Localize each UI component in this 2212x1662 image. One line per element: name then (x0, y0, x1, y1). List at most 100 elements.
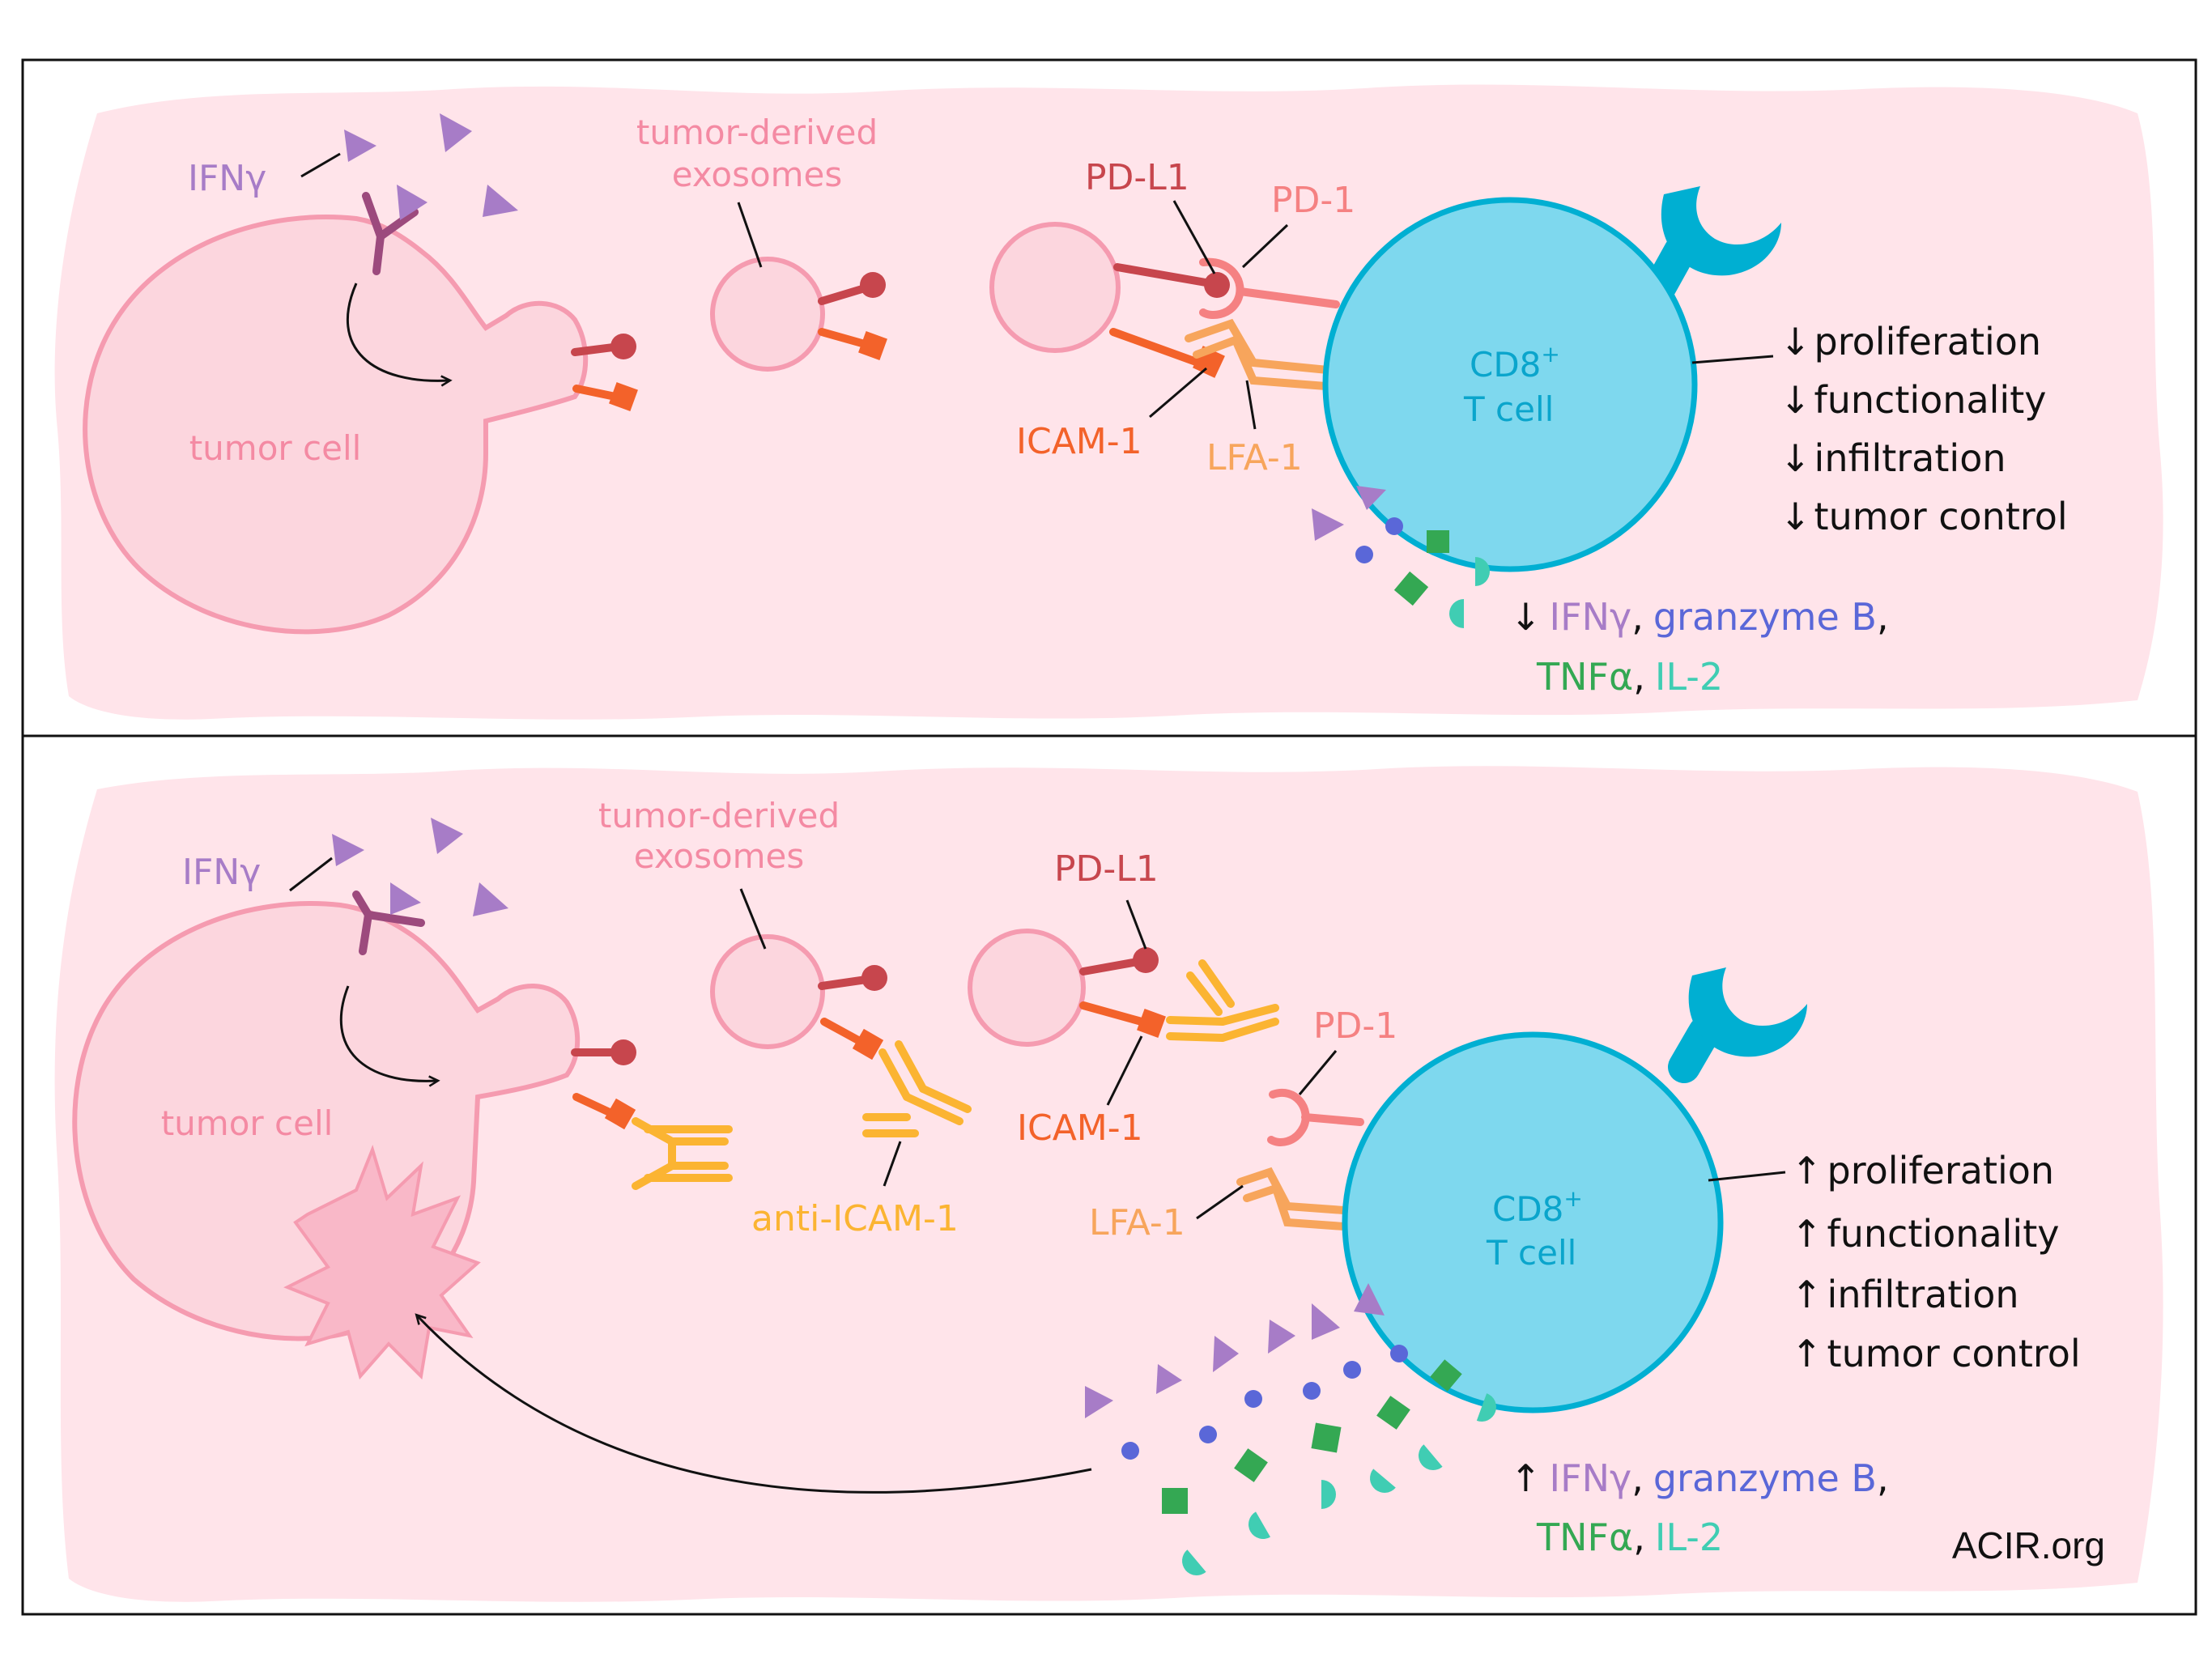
granzyme-b-molecule (1343, 1361, 1361, 1379)
granzyme-b-molecule (1355, 546, 1373, 563)
granzyme-b-molecule (1244, 1390, 1262, 1408)
svg-text:↑tumor control: ↑tumor control (1791, 1332, 2081, 1375)
il2-molecule (1449, 599, 1464, 628)
t-cell (1342, 1031, 1724, 1413)
bottom-cytokine-line1: ↑IFNγ,granzyme B, (1510, 1456, 1889, 1500)
pd1-leader (1241, 223, 1289, 269)
top-panel-background (54, 84, 2163, 720)
il2-molecule (1182, 1549, 1206, 1575)
icam1-head (852, 1028, 884, 1061)
ifn-label: IFNγ (188, 158, 266, 199)
pdl1-leader (1125, 899, 1147, 950)
outcome-leader (1691, 355, 1774, 364)
pdl1-head (1133, 947, 1159, 973)
ifn-gamma-molecule (344, 130, 376, 162)
top-panel: tumor cell IFNγ tumor-derived exosomes (83, 113, 2068, 699)
cytokine-cloud (1085, 1283, 1496, 1575)
pdl1-stalk (818, 976, 870, 990)
svg-text:↓infiltration: ↓infiltration (1780, 436, 2006, 480)
pdl1-head (860, 272, 886, 298)
ifn-gamma-molecule (332, 834, 364, 866)
t-cell-label-2: T cell (1486, 1233, 1576, 1273)
top-cytokine-line1: ↓IFNγ,granzyme B, (1510, 595, 1889, 639)
anti-icam1-antibody (632, 1117, 733, 1190)
pd1-cup (1199, 257, 1244, 319)
pdl1-stalk (1079, 958, 1142, 976)
t-cell-label: CD8+ (1492, 1185, 1583, 1229)
exosome-label-line1: tumor-derived (598, 796, 840, 835)
exosome-leader (739, 888, 767, 950)
exosome-docked (989, 222, 1121, 353)
ifn-gamma-molecule (1085, 1386, 1113, 1418)
pdl1-head (861, 965, 887, 991)
ifn-gamma-molecule (1356, 486, 1386, 510)
exosome-label-line2: exosomes (634, 836, 805, 876)
pdl1-head (610, 334, 636, 359)
t-cell-label: CD8+ (1470, 341, 1560, 385)
il2-molecule (1249, 1511, 1270, 1539)
tnf-alpha-molecule (1311, 1422, 1342, 1453)
il2-molecule (1370, 1469, 1396, 1493)
ifn-leader (300, 152, 341, 178)
ifn-label: IFNγ (182, 852, 261, 893)
exosome-label-line1: tumor-derived (636, 113, 878, 152)
exosome-blocked (968, 929, 1086, 1047)
exosome (710, 934, 825, 1049)
tnf-alpha-molecule (1427, 530, 1449, 553)
ifn-gamma-molecule (390, 882, 421, 915)
ifn-gamma-molecule (1312, 508, 1344, 541)
granzyme-b-molecule (1303, 1382, 1321, 1400)
pdl1-stalk (1113, 263, 1214, 287)
icam1-stalk (820, 1018, 862, 1044)
svg-text:↑proliferation: ↑proliferation (1791, 1149, 2054, 1192)
icam1-head (609, 382, 638, 411)
svg-text:↓functionality: ↓functionality (1780, 378, 2046, 422)
il2-molecule (1419, 1444, 1443, 1470)
lfa1-label: LFA-1 (1089, 1202, 1185, 1243)
icam1-head (604, 1098, 636, 1130)
t-cell (1322, 197, 1698, 572)
tnf-alpha-molecule (1376, 1396, 1410, 1430)
icam1-stalk (1079, 1001, 1146, 1026)
granzyme-b-molecule (1121, 1442, 1139, 1460)
anti-icam1-antibody (862, 1040, 972, 1137)
bottom-outcomes: ↑proliferation ↑functionality ↑infiltrat… (1791, 1149, 2081, 1375)
svg-text:↓tumor control: ↓tumor control (1780, 495, 2068, 538)
ifn-receptor (352, 891, 425, 955)
icam1-stalk (1109, 328, 1202, 367)
outcome-leader (1708, 1171, 1786, 1182)
ifn-receptor (362, 192, 419, 275)
svg-text:↓proliferation: ↓proliferation (1780, 320, 2041, 363)
ifn-gamma-molecule (1156, 1364, 1182, 1394)
il2-molecule (1475, 557, 1490, 586)
pd1-label: PD-1 (1271, 180, 1355, 221)
pdl1-leader (1172, 200, 1216, 274)
ifn-gamma-molecule (1268, 1320, 1295, 1354)
icam1-stalk (818, 328, 869, 348)
lfa1-receptor (1185, 318, 1340, 391)
exosome (710, 257, 825, 372)
icam1-label: ICAM-1 (1016, 421, 1142, 462)
ifn-gamma-molecule (440, 113, 472, 152)
svg-text:↑functionality: ↑functionality (1791, 1212, 2059, 1256)
pd1-stalk (1301, 1113, 1364, 1126)
pd1-label: PD-1 (1313, 1005, 1397, 1047)
bottom-panel: tumor cell IFNγ (72, 796, 2105, 1575)
il2-molecule (1321, 1480, 1336, 1509)
top-outcomes: ↓proliferation ↓functionality ↓infiltrat… (1780, 320, 2068, 538)
tnf-alpha-molecule (1430, 1359, 1462, 1392)
lfa1-leader (1245, 380, 1257, 430)
anti-icam1-antibody (1166, 959, 1279, 1042)
tumor-cell-label: tumor cell (161, 1103, 334, 1143)
ifn-gamma-molecule (473, 882, 508, 916)
anti-icam1-leader (883, 1141, 902, 1187)
icam1-leader (1106, 1035, 1143, 1106)
pd1-leader (1298, 1050, 1338, 1095)
killing-arrow (415, 1313, 1092, 1494)
icam1-head (1137, 1009, 1166, 1038)
ifn-gamma-molecule (1213, 1336, 1239, 1372)
tumor-damage (283, 1144, 481, 1380)
pd1-stalk (1236, 287, 1340, 308)
pdl1-stalk (818, 284, 869, 305)
